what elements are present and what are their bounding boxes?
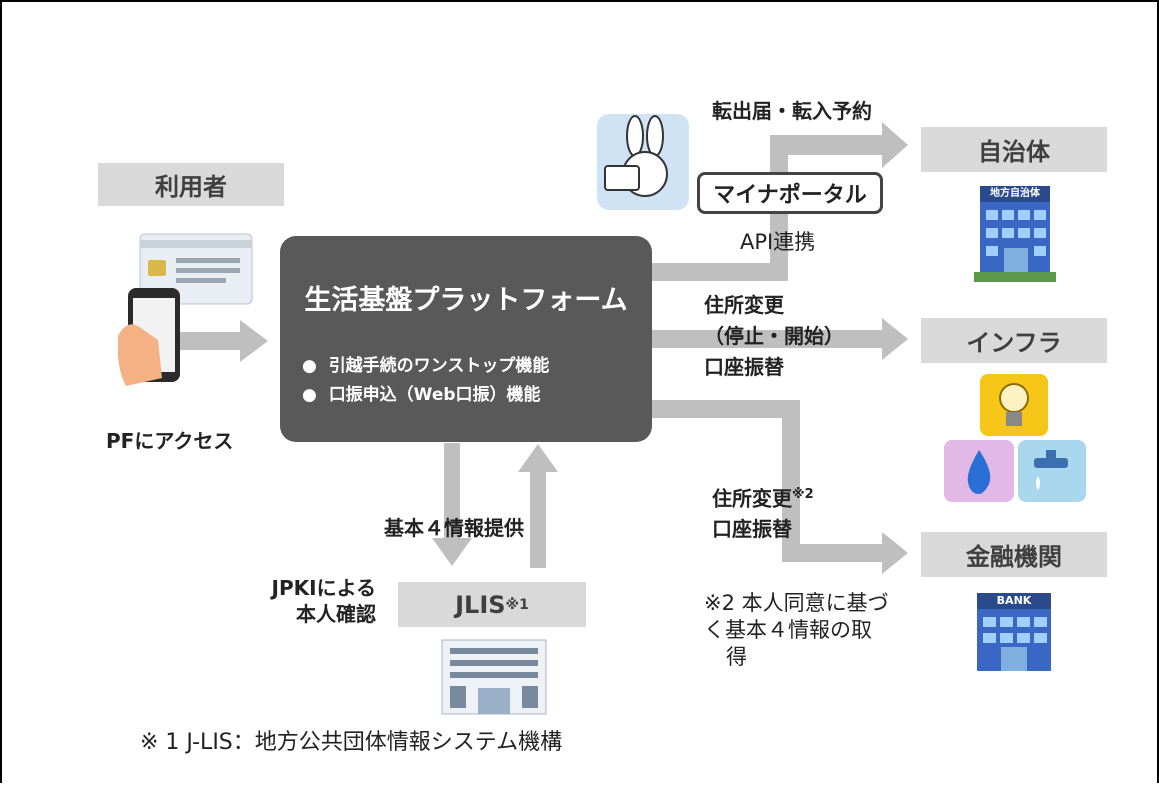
bullet-mark: ● bbox=[302, 356, 317, 376]
note1: ※ 1 J-LIS：地方公共団体情報システム機構 bbox=[140, 730, 563, 755]
infra-icons bbox=[944, 374, 1086, 502]
jpki-label: JPKIによる 本人確認 bbox=[271, 576, 376, 626]
moving-notice-label: 転出届・転入予約 bbox=[712, 99, 872, 123]
api-label: API連携 bbox=[740, 230, 816, 254]
bullet-mark: ● bbox=[302, 385, 317, 405]
arrow-jlis-to-platform bbox=[518, 444, 558, 568]
platform-bullet: ● 口振申込（Web口振）機能 bbox=[302, 385, 541, 405]
platform-box: 生活基盤プラットフォーム ● 引越手続のワンストップ機能 ● 口振申込（Web口… bbox=[280, 236, 652, 442]
finance-label: 金融機関 bbox=[921, 532, 1107, 577]
arrow-platform-to-jlis bbox=[432, 443, 472, 566]
lightbulb-icon bbox=[980, 374, 1048, 436]
smartphone-card-icon bbox=[118, 233, 253, 386]
platform-title: 生活基盤プラットフォーム bbox=[304, 285, 628, 316]
note2: ※2 本人同意に基づ く基本４情報の取 得 bbox=[704, 591, 889, 669]
jlis-building-icon bbox=[441, 639, 547, 715]
arrow-to-infra bbox=[652, 318, 908, 360]
arrow-to-finance bbox=[652, 400, 908, 574]
bank-sign: BANK bbox=[996, 594, 1032, 607]
faucet-icon bbox=[1018, 440, 1086, 502]
infra-route-label: 住所変更 （停止・開始） 口座振替 bbox=[704, 293, 844, 379]
user-label: 利用者 bbox=[98, 163, 284, 206]
user-caption: PFにアクセス bbox=[106, 429, 234, 453]
finance-route-label: 住所変更※2 口座振替 bbox=[712, 486, 814, 541]
water-drop-icon bbox=[944, 440, 1014, 502]
basic4-label: 基本４情報提供 bbox=[384, 516, 524, 540]
city-hall-icon: 地方自治体 bbox=[974, 186, 1056, 286]
jlis-label: JLIS※1 bbox=[398, 582, 586, 627]
mynaportal-box: マイナポータル bbox=[697, 172, 883, 214]
bank-icon: BANK bbox=[975, 593, 1053, 677]
myna-rabbit-icon bbox=[597, 114, 689, 210]
arrow-user-to-platform bbox=[168, 320, 268, 362]
platform-bullet: ● 引越手続のワンストップ機能 bbox=[302, 356, 550, 376]
infra-label: インフラ bbox=[921, 318, 1107, 363]
municipality-label: 自治体 bbox=[921, 127, 1107, 172]
building-sign: 地方自治体 bbox=[990, 188, 1040, 199]
